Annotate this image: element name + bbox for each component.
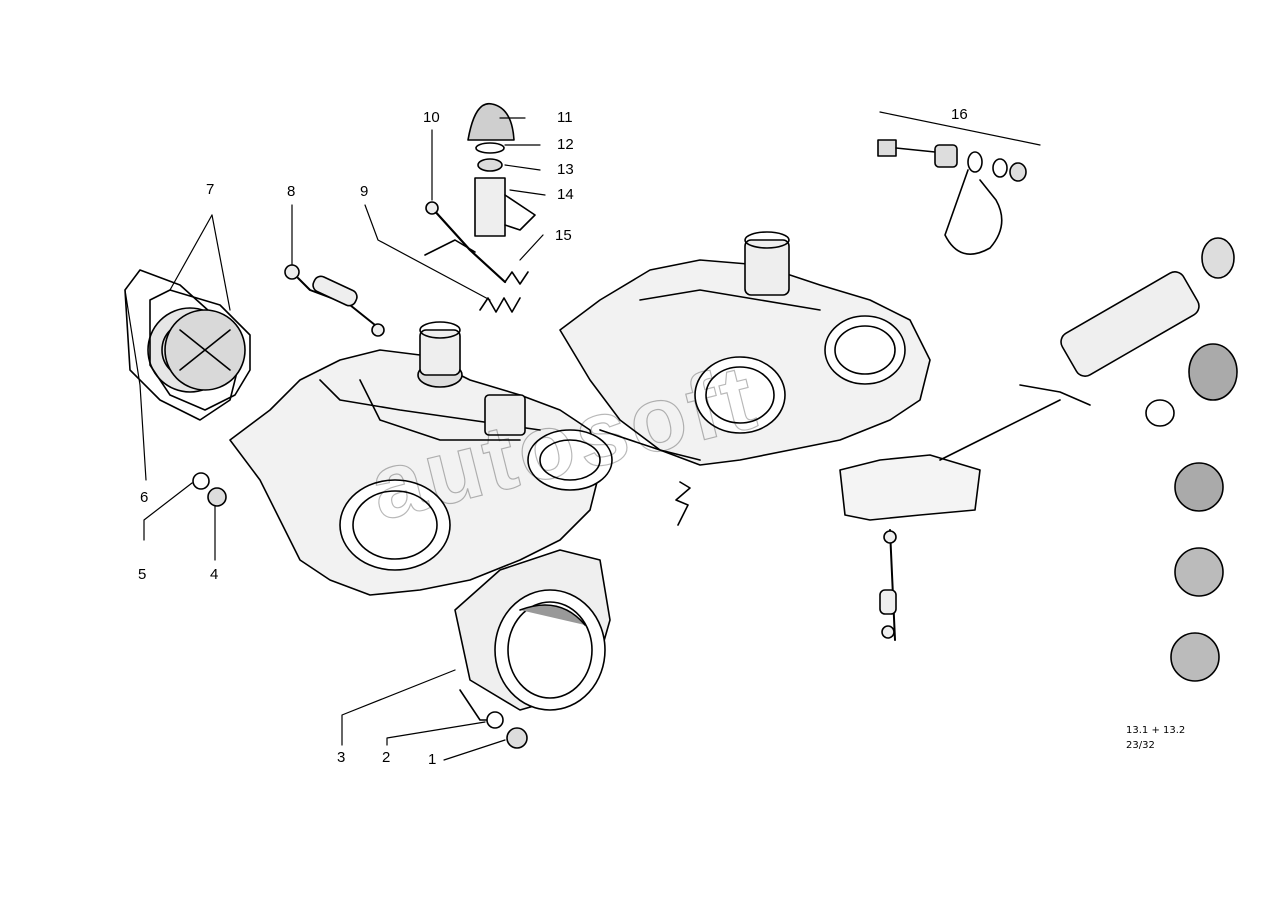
washer-a xyxy=(1145,399,1175,427)
callout-5: 5 xyxy=(138,566,147,583)
bolt-set-part-16 xyxy=(877,139,1027,255)
spring-part-15 xyxy=(504,271,529,285)
callout-6: 6 xyxy=(140,489,149,506)
carburetor-body-right xyxy=(559,231,931,466)
bracket-part-14 xyxy=(474,177,536,237)
callout-8: 8 xyxy=(287,183,296,200)
linkage-rod-part-8 xyxy=(284,264,385,337)
callout-11: 11 xyxy=(557,109,573,126)
acorn-nut-b xyxy=(1174,462,1224,512)
callout-10: 10 xyxy=(423,109,440,126)
callout-4: 4 xyxy=(210,566,219,583)
air-horn-part-3 xyxy=(454,549,611,721)
nut-part-13 xyxy=(477,158,503,172)
washer-part-5 xyxy=(192,472,210,490)
callout-7: 7 xyxy=(206,181,215,198)
washer-part-2 xyxy=(486,711,504,729)
throttle-linkage xyxy=(839,454,981,641)
spring-part-9 xyxy=(479,297,521,313)
lever-part-10 xyxy=(424,201,507,284)
callout-14: 14 xyxy=(557,186,574,203)
acorn-nut-a xyxy=(1188,343,1238,401)
callout-12: 12 xyxy=(557,136,574,153)
callout-9: 9 xyxy=(360,183,369,200)
callout-16: 16 xyxy=(951,106,968,123)
cable-and-sleeve xyxy=(939,237,1235,461)
leader-lines xyxy=(124,111,1041,761)
dust-cap-part-11 xyxy=(467,102,515,141)
small-spring xyxy=(675,481,691,526)
callout-3: 3 xyxy=(337,749,346,766)
reference-code-line-2: 23/32 xyxy=(1126,740,1155,751)
acorn-nut-d xyxy=(1170,632,1220,682)
nut-part-4 xyxy=(207,487,227,507)
gasket-part-7 xyxy=(149,289,251,411)
callout-2: 2 xyxy=(382,749,391,766)
washer-part-12 xyxy=(475,142,505,154)
callout-1: 1 xyxy=(428,751,437,768)
callout-13: 13 xyxy=(557,161,574,178)
callout-15: 15 xyxy=(555,227,572,244)
nut-part-1 xyxy=(506,727,528,749)
reference-code-line-1: 13.1 + 13.2 xyxy=(1126,725,1186,736)
carburetor-body-left xyxy=(229,321,613,596)
acorn-nut-c xyxy=(1174,547,1224,597)
